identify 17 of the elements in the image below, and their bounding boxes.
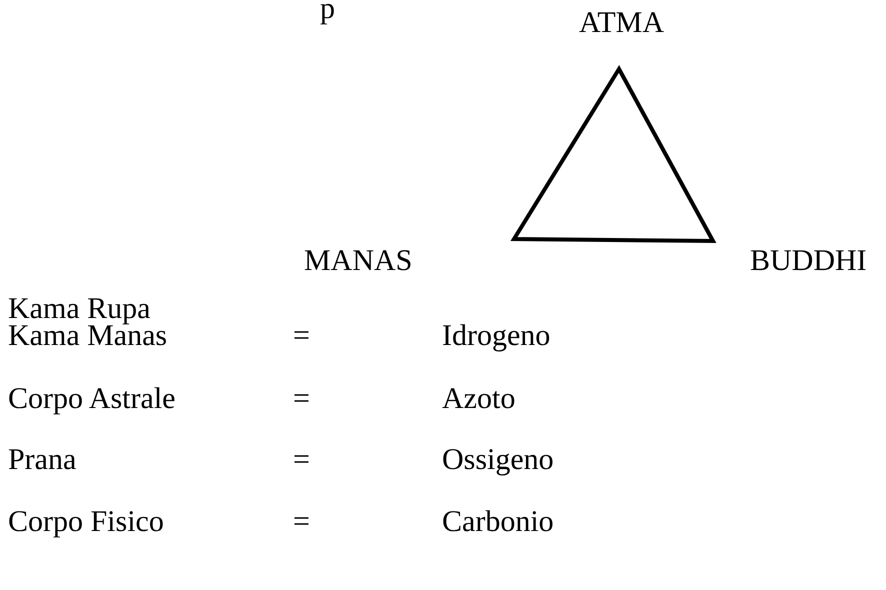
label-text: Prana	[8, 445, 76, 475]
label-text: =	[293, 384, 310, 414]
label-text: =	[293, 445, 310, 475]
triangle-shape	[508, 64, 718, 246]
label-text: MANAS	[304, 246, 412, 276]
label-text: =	[293, 507, 310, 537]
label-text: Corpo Astrale	[8, 384, 176, 414]
label-text: Ossigeno	[442, 445, 554, 475]
label-text: Corpo Fisico	[8, 507, 164, 537]
label-text: Idrogeno	[442, 321, 550, 351]
label-text: Carbonio	[442, 507, 554, 537]
label-text: =	[293, 321, 310, 351]
text-fragment: p	[320, 0, 335, 24]
label-text: ATMA	[579, 8, 664, 38]
label-text: BUDDHI	[750, 246, 867, 276]
label-text: Kama Rupa	[8, 294, 150, 324]
label-text: Azoto	[442, 384, 516, 414]
